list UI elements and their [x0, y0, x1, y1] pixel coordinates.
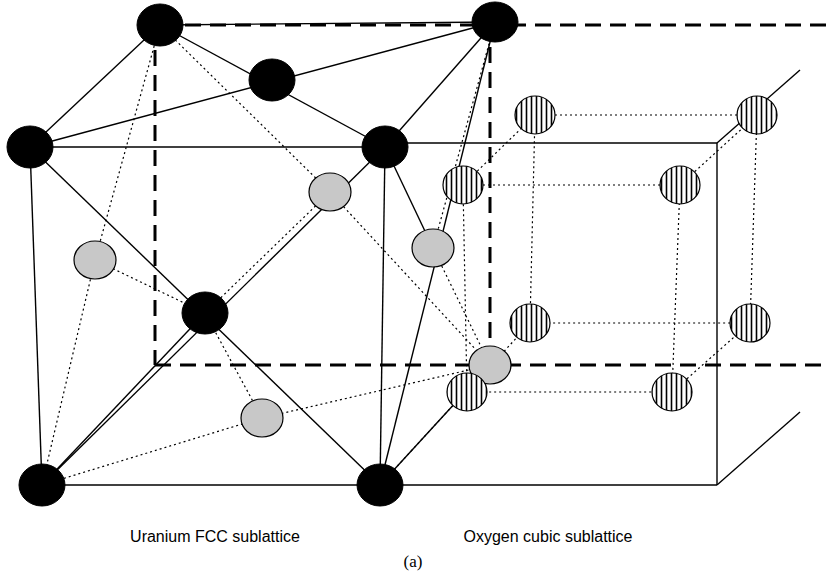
striped-oxygen-atoms [443, 96, 777, 411]
oxygen-atoms [74, 173, 511, 437]
sublattice-label: Uranium FCC sublattice [130, 528, 300, 546]
sublattice-label: Oxygen cubic sublattice [464, 528, 633, 546]
fcc-cube-edges [30, 22, 800, 485]
uranium-atoms [7, 2, 518, 506]
tetrahedron-lines [42, 22, 495, 485]
dashed-cell [155, 22, 827, 365]
oxygen-cube-lines [463, 115, 757, 392]
crystal-illustration [0, 0, 827, 525]
figure-caption: (a) [404, 552, 423, 572]
